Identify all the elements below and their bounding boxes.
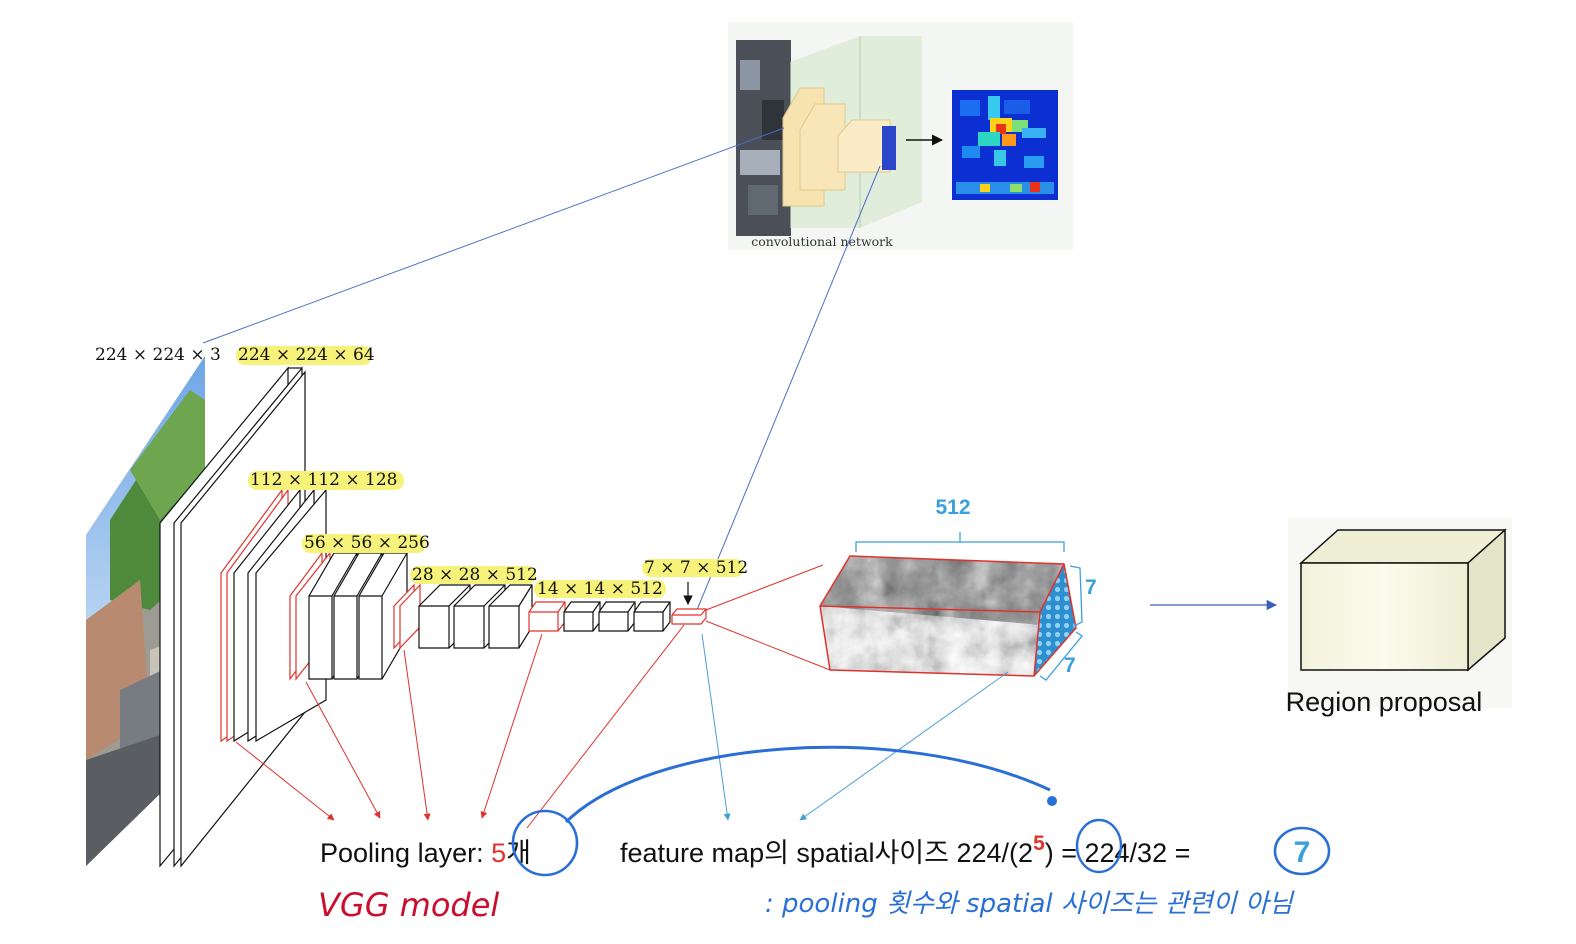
label-output: 7 × 7 × 512 [644, 558, 748, 578]
feature-map-volume [819, 555, 1077, 677]
result-circle [1273, 826, 1331, 876]
inset-caption: convolutional network [751, 234, 893, 249]
label-conv4: 28 × 28 × 512 [412, 565, 538, 585]
pooling-count: 5 [491, 838, 506, 868]
conv-network-inset: convolutional network [728, 22, 1073, 250]
formula-note: feature map의 spatial사이즈 224/(25) = 224/3… [620, 832, 1190, 868]
label-conv2: 112 × 112 × 128 [250, 470, 397, 490]
formula-suffix: ) = 224/32 = [1045, 838, 1191, 868]
region-proposal-box [1288, 518, 1512, 708]
pooling-note: Pooling layer: 5개 [320, 838, 531, 868]
width-bracket [1039, 631, 1083, 681]
label-conv3: 56 × 56 × 256 [304, 533, 430, 553]
feature-map-depth: 512 [935, 496, 970, 519]
output-pool-block [671, 582, 707, 625]
pool-layer-4 [528, 601, 566, 632]
projection-line-top [705, 564, 824, 611]
inset-feature-map [882, 126, 896, 170]
link-arc [564, 745, 1051, 824]
pooling-suffix: 개 [506, 838, 531, 868]
region-proposal-label: Region proposal [1286, 687, 1483, 717]
depth-bracket [855, 541, 1065, 552]
conv3-block [289, 551, 408, 681]
formula-exponent: 5 [1033, 832, 1045, 855]
model-name: VGG model [318, 886, 499, 924]
projection-line-bottom [705, 620, 831, 671]
formula-result: 7 [1294, 836, 1311, 869]
feature-map-width: 7 [1064, 654, 1076, 677]
height-bracket [1069, 565, 1083, 627]
formula-prefix: feature map의 spatial사이즈 224/(2 [620, 838, 1033, 868]
feature-map-height: 7 [1085, 576, 1097, 599]
conv4-block [393, 583, 533, 650]
pooling-prefix: Pooling layer: [320, 838, 491, 868]
pool-layer-5 [671, 608, 707, 625]
label-conv5: 14 × 14 × 512 [537, 579, 663, 599]
remark-note: : pooling 횟수와 spatial 사이즈는 관련이 아님 [765, 889, 1295, 919]
conv5-block [528, 601, 671, 632]
exponent-circle [1075, 818, 1123, 874]
label-conv1: 224 × 224 × 64 [238, 345, 375, 365]
guide-line-feature [691, 165, 881, 623]
label-input: 224 × 224 × 3 [95, 345, 221, 365]
guide-line-input [202, 127, 785, 344]
inset-heatmap [952, 90, 1058, 200]
pooling-arrows [235, 624, 685, 829]
feature-map-arrows [701, 633, 1009, 821]
pooling-count-circle [511, 809, 579, 877]
layer-labels: 224 × 224 × 3 224 × 224 × 64 112 × 112 ×… [95, 345, 748, 599]
